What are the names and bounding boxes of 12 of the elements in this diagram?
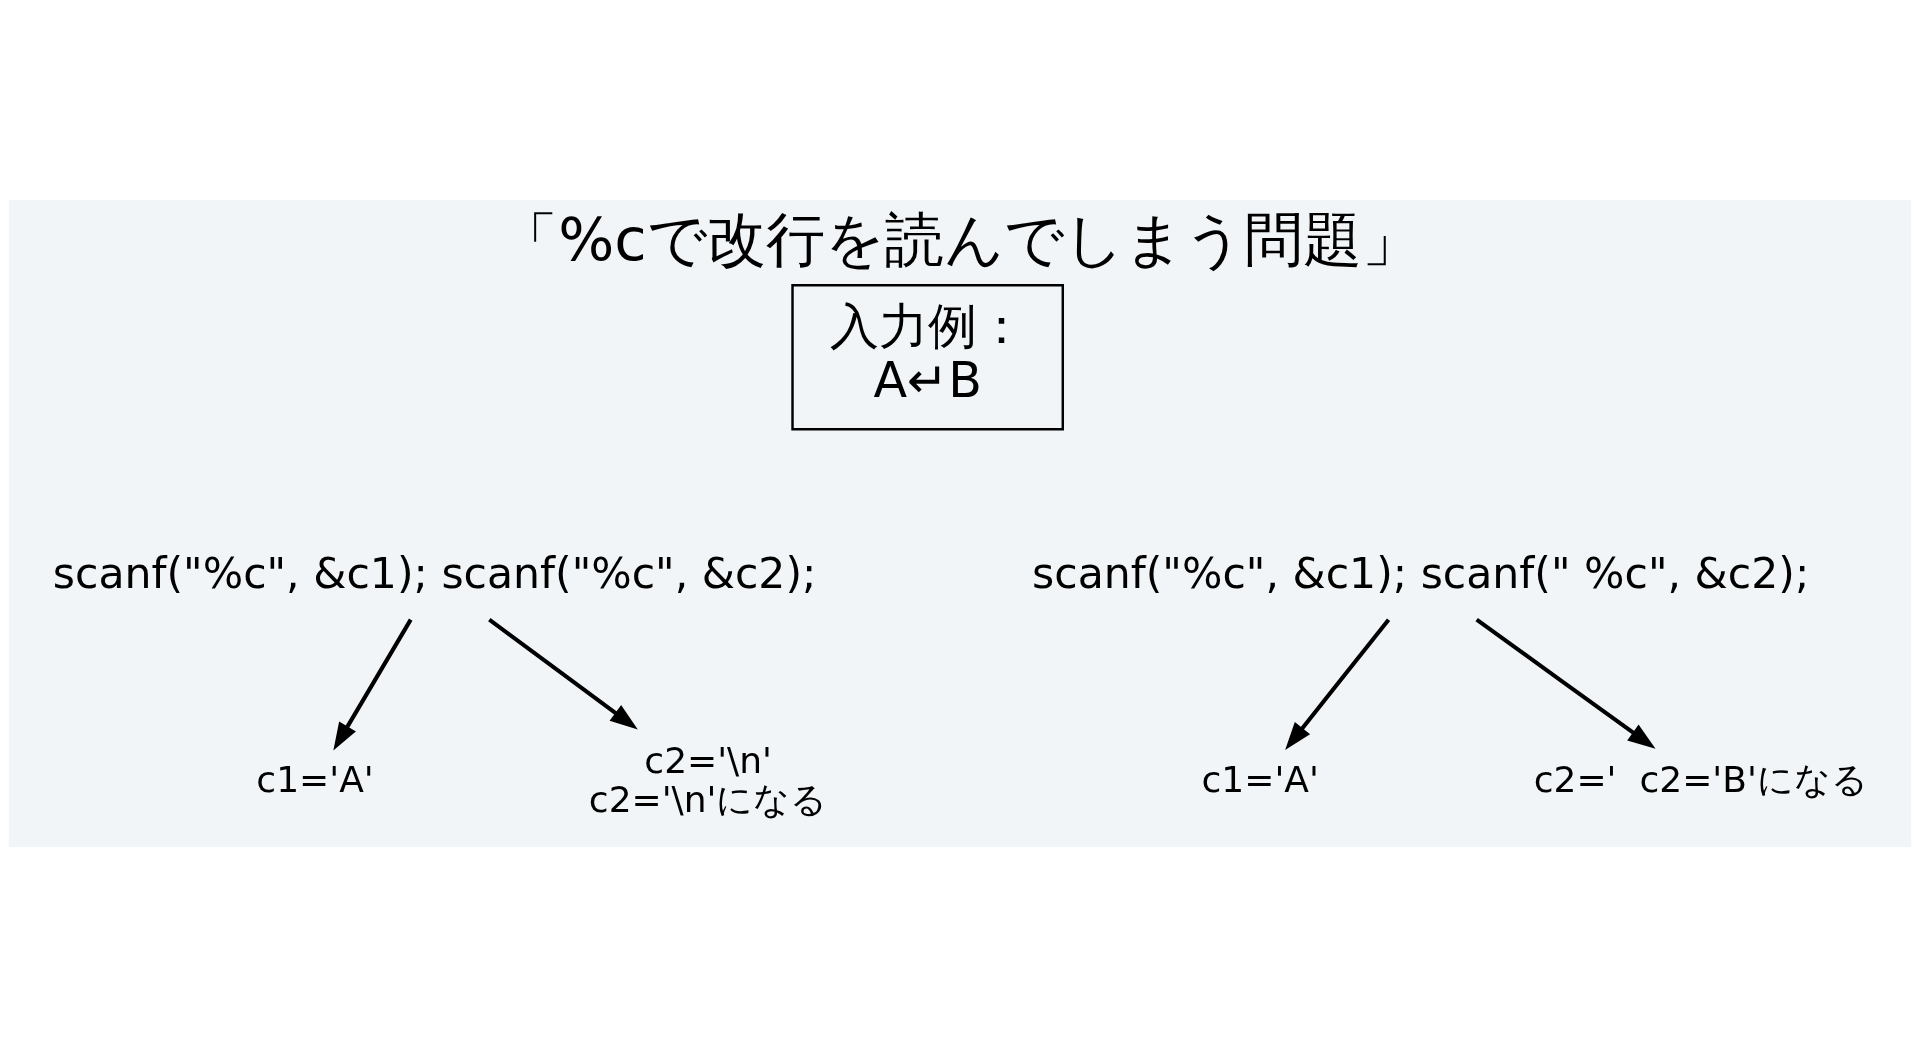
arrow [1475,618,1656,749]
diagram-title: 「%cで改行を読んでしまう問題」 [499,205,1421,275]
arrow [333,618,413,751]
node-text: scanf("%c", &c1); scanf("%c", &c2); [52,547,817,598]
node-text: c1='A' [256,759,374,801]
node-text: c2='\n' c2='\n'になる [588,739,828,820]
node-text: c2=' c2='B'になる [1533,759,1868,801]
arrow [488,618,638,730]
node-text: scanf("%c", &c1); scanf(" %c", &c2); [1032,547,1810,598]
arrow [1285,618,1391,750]
node-box: 入力例： A↵B [791,283,1064,431]
node-text: c1='A' [1201,759,1319,801]
